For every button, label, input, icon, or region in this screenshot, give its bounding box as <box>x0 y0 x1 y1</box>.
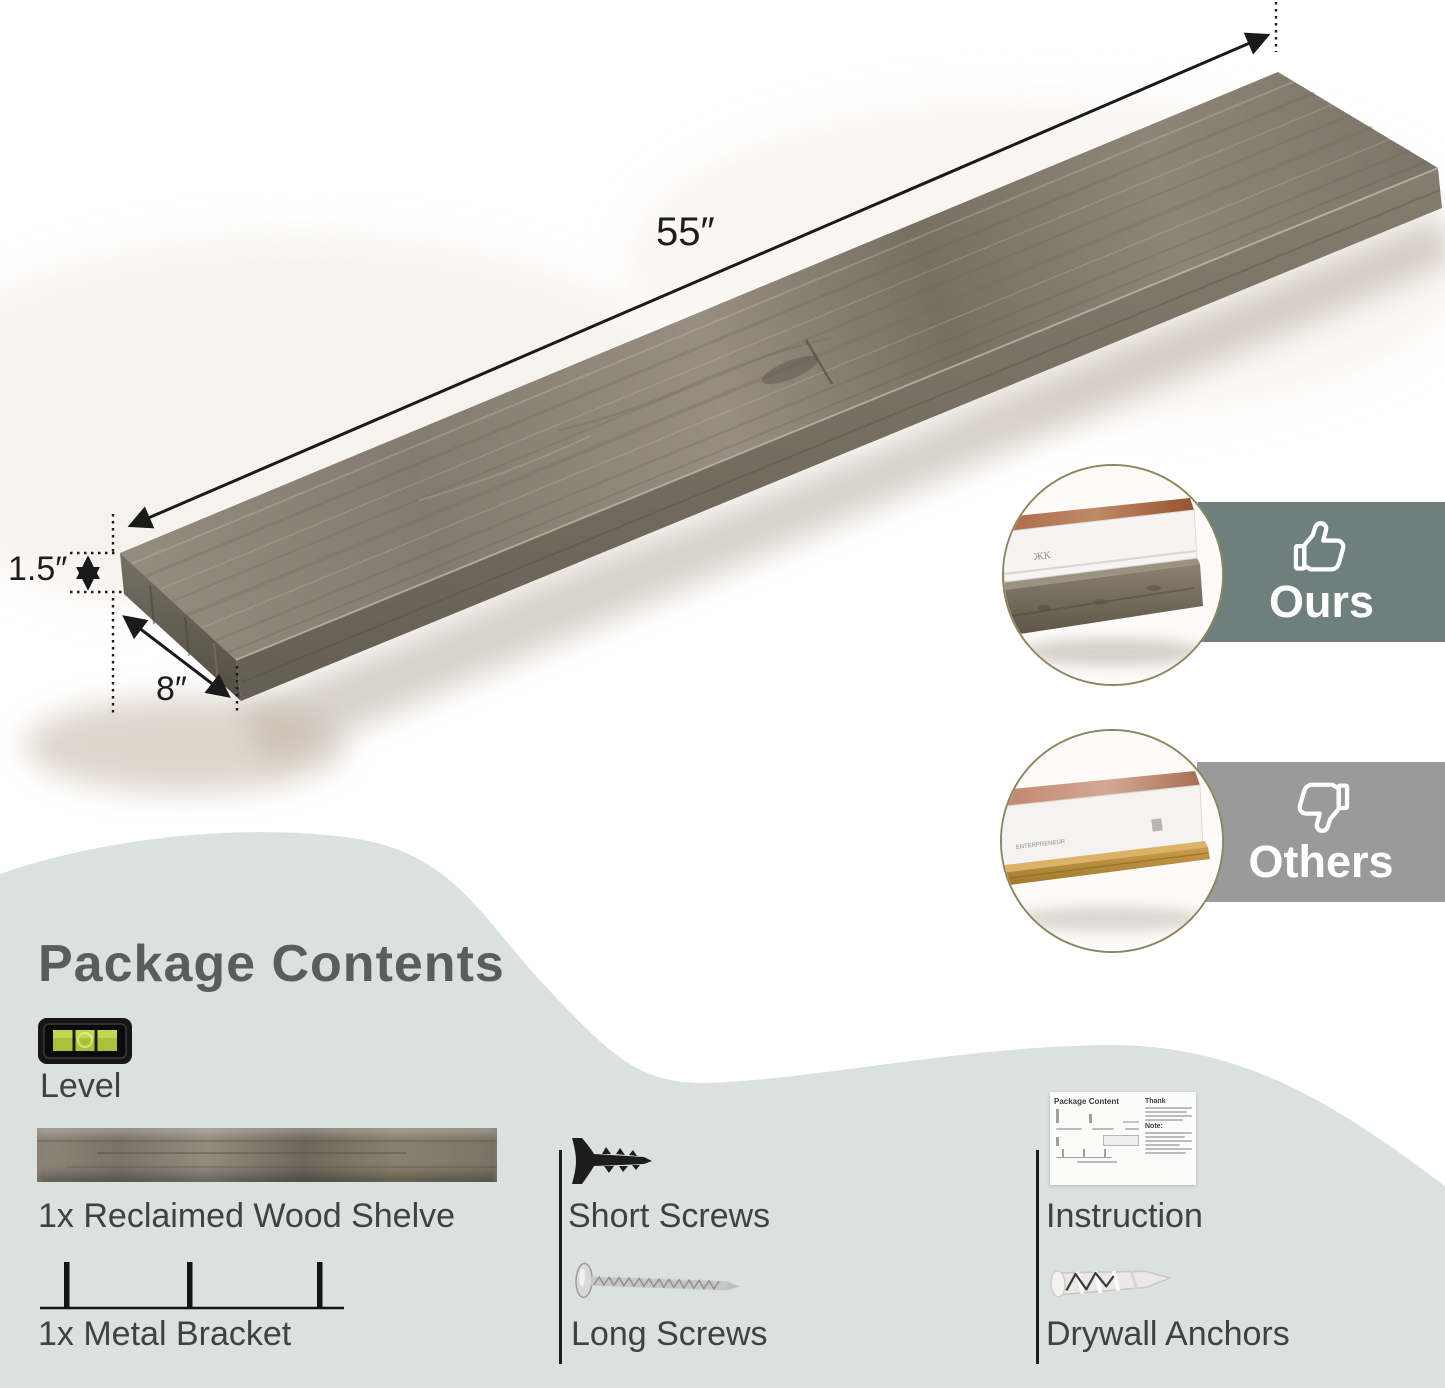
dimension-extension-lines <box>70 2 1278 714</box>
drywall-anchors-image <box>1050 1270 1173 1298</box>
package-contents-heading: Package Contents <box>38 935 505 993</box>
ours-badge: Ours <box>1198 502 1445 642</box>
thumbs-up-icon <box>1293 520 1345 572</box>
wave-section-background <box>0 832 1445 1388</box>
metal-bracket-image <box>40 1262 344 1310</box>
short-screws-label: Short Screws <box>568 1197 771 1235</box>
ours-label: Ours <box>1268 575 1375 627</box>
level-label: Level <box>40 1067 122 1105</box>
instruction-thanks-text: Thank <box>1144 1098 1166 1105</box>
level-sketch <box>1122 1121 1139 1123</box>
length-dimension-arrow <box>127 32 1271 529</box>
wood-shelf-label: 1x Reclaimed Wood Shelve <box>38 1197 456 1235</box>
long-screws-label: Long Screws <box>571 1315 768 1353</box>
level-image <box>38 1018 132 1064</box>
shelf-dimension-diagram <box>0 2 1445 793</box>
shelf-sketch <box>1102 1135 1139 1146</box>
plank-shadow <box>25 697 345 793</box>
depth-dimension-label: 8″ <box>156 670 187 708</box>
metal-bracket-label: 1x Metal Bracket <box>38 1315 292 1353</box>
others-shelf-photo: ENTERPRENEUR <box>1000 729 1224 953</box>
bracket-sketch <box>1056 1149 1112 1158</box>
ours-shelf-photo: ЖК <box>1002 464 1224 686</box>
drywall-anchors-label: Drywall Anchors <box>1046 1315 1290 1353</box>
long-screws-image <box>575 1262 740 1299</box>
ours-photo-art: ЖК <box>1004 466 1222 684</box>
screw-sketch <box>1089 1114 1093 1123</box>
short-screw-sketch <box>1056 1137 1059 1146</box>
others-photo-art: ENTERPRENEUR <box>1002 731 1222 951</box>
instruction-sheet-title: Package Content <box>1054 1097 1119 1106</box>
thumbs-down-icon <box>1297 782 1350 833</box>
short-screws-image <box>572 1138 652 1184</box>
others-badge: Others <box>1197 762 1445 902</box>
others-label: Others <box>1248 835 1394 887</box>
anchor-sketch <box>1056 1109 1059 1123</box>
column-divider <box>1036 1150 1039 1364</box>
depth-dimension-arrow <box>122 615 231 698</box>
instruction-sheet-image: Package Content Thank Note: <box>1050 1092 1196 1185</box>
instruction-sheet-text: Thank Note: <box>1144 1097 1192 1180</box>
instruction-sheet-diagrams: Package Content <box>1054 1097 1141 1180</box>
length-dimension-label: 55″ <box>656 210 715 254</box>
instruction-note-text: Note: <box>1144 1123 1163 1130</box>
thickness-dimension-label: 1.5″ <box>8 550 68 588</box>
instruction-label: Instruction <box>1046 1197 1203 1235</box>
column-divider <box>559 1150 562 1364</box>
svg-text:ЖК: ЖК <box>1033 551 1051 563</box>
reclaimed-wood-shelf-image <box>37 1128 497 1182</box>
